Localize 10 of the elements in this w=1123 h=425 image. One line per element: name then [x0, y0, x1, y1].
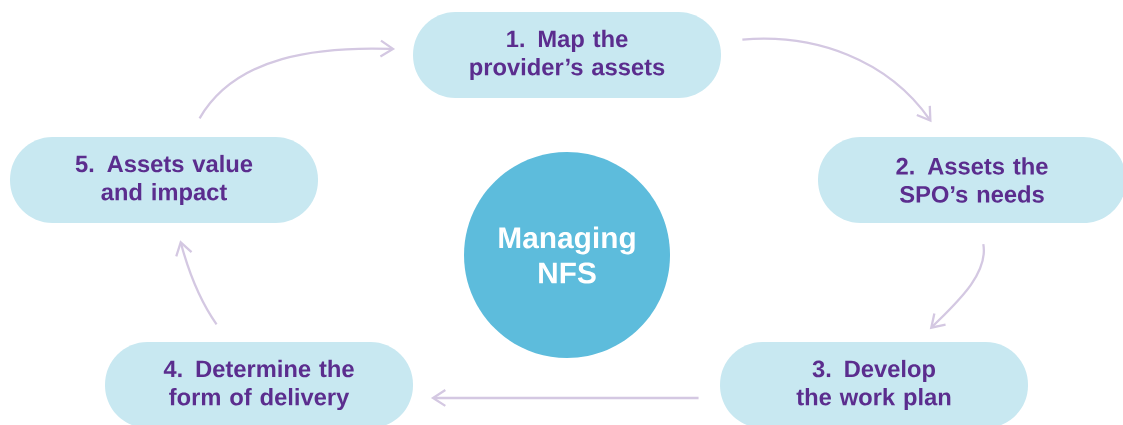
process-box: 2. Assets the SPO’s needs: [818, 137, 1123, 223]
arrow: [198, 39, 396, 120]
process-box: 5. Assets value and impact: [10, 137, 318, 223]
arrow: [175, 240, 218, 325]
arrow: [742, 37, 932, 123]
process-box: 4. Determine the form of delivery: [105, 342, 413, 425]
arrow: [929, 244, 985, 330]
process-box: 1. Map the provider’s assets: [413, 12, 721, 98]
process-box: 3. Develop the work plan: [720, 342, 1028, 425]
arrow: [430, 389, 699, 407]
